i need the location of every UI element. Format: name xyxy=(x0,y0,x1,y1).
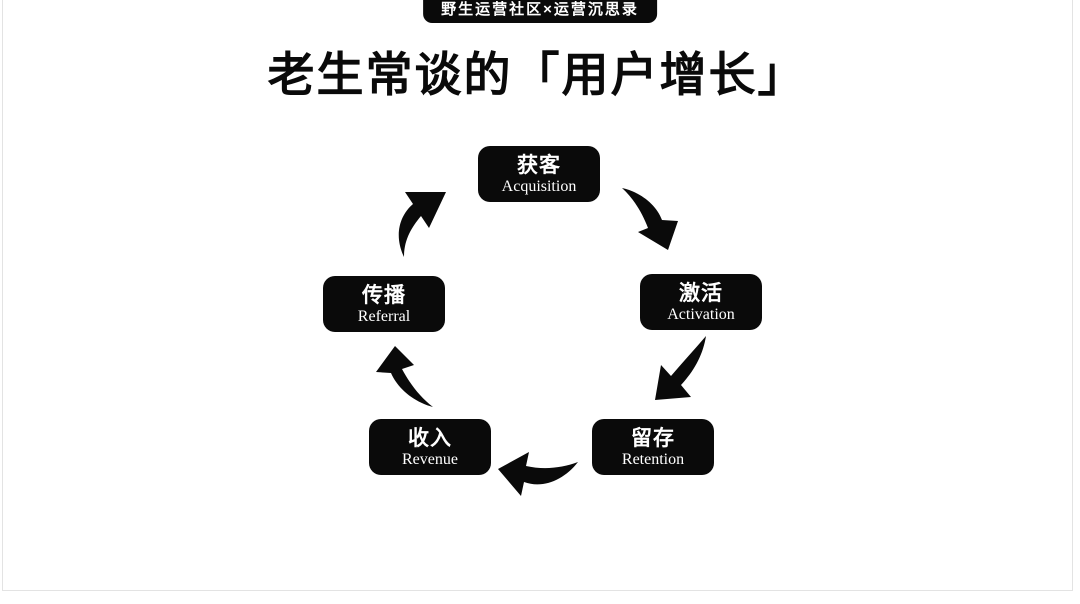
cycle-node-retention: 留存 Retention xyxy=(592,419,714,475)
cycle-node-revenue: 收入 Revenue xyxy=(369,419,491,475)
node-label-en: Activation xyxy=(667,305,735,323)
node-label-en: Revenue xyxy=(402,450,458,468)
page-title: 老生常谈的「用户增长」 xyxy=(267,50,807,102)
node-label-zh: 获客 xyxy=(517,152,561,177)
community-badge-label: 野生运营社区×运营沉思录 xyxy=(441,1,639,18)
cycle-node-acquisition: 获客 Acquisition xyxy=(478,146,600,202)
node-label-zh: 激活 xyxy=(679,280,723,305)
node-label-en: Retention xyxy=(621,450,685,468)
node-label-en: Referral xyxy=(357,307,411,325)
cycle-node-activation: 激活 Activation xyxy=(640,274,762,330)
node-label-zh: 收入 xyxy=(408,425,452,450)
node-label-zh: 留存 xyxy=(631,425,675,450)
node-label-zh: 传播 xyxy=(362,282,406,307)
community-badge: 野生运营社区×运营沉思录 xyxy=(423,0,657,23)
node-label-en: Acquisition xyxy=(501,177,577,195)
cycle-node-referral: 传播 Referral xyxy=(323,276,445,332)
